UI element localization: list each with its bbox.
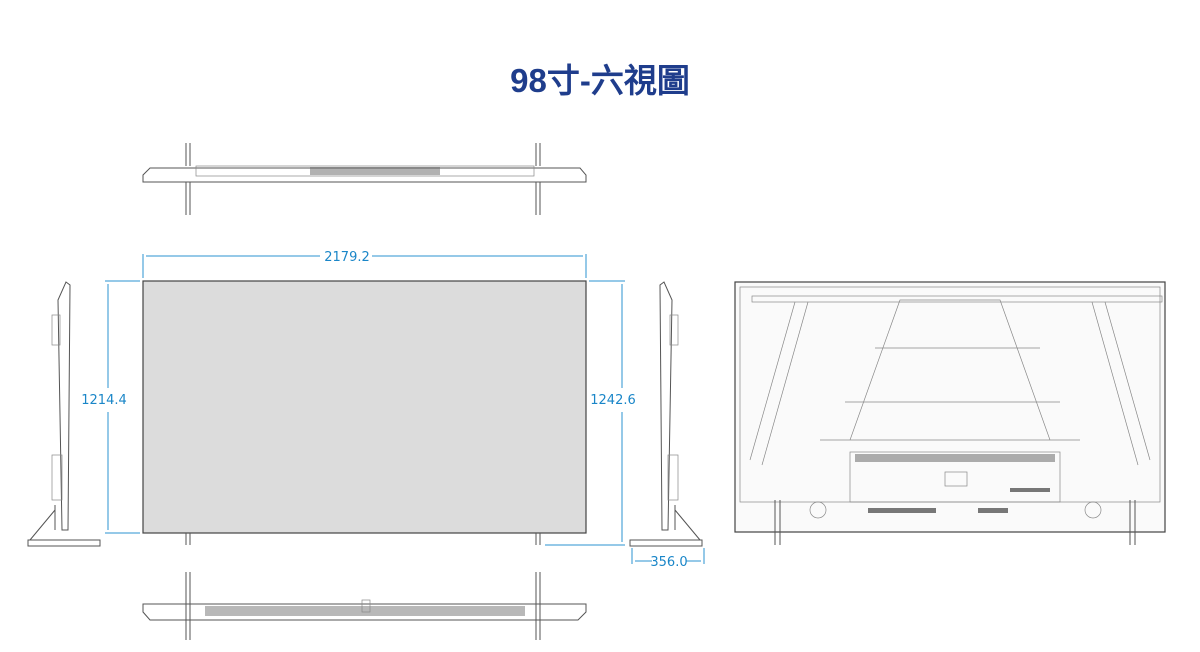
depth-dimension: 356.0 bbox=[650, 555, 687, 570]
top-view bbox=[142, 143, 587, 215]
front-view bbox=[105, 254, 625, 546]
width-dimension: 2179.2 bbox=[324, 250, 370, 265]
bottom-view bbox=[142, 572, 587, 640]
right-side-view bbox=[629, 281, 705, 564]
height-dimension-right: 1242.6 bbox=[590, 393, 636, 408]
left-side-view bbox=[27, 281, 101, 547]
page-title: 98寸-六視圖 bbox=[510, 62, 690, 99]
height-dimension-left: 1214.4 bbox=[81, 393, 127, 408]
back-view bbox=[734, 281, 1166, 545]
